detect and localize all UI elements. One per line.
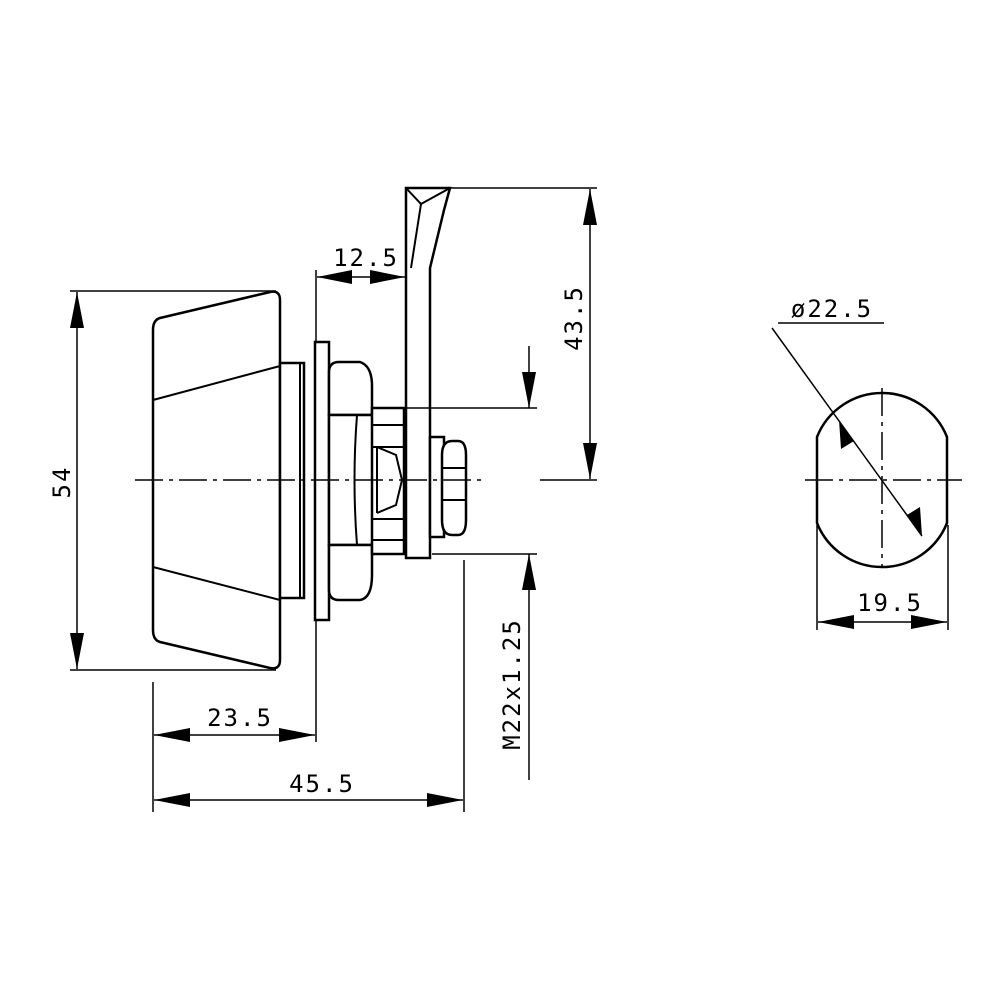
- label-43-5: 43.5: [560, 285, 588, 351]
- spindle-nut: [370, 406, 406, 556]
- dim-overall-length: 45.5: [154, 560, 465, 812]
- dim-knob-height: 54: [48, 290, 276, 671]
- dim-cam-offset: 12.5: [315, 244, 405, 342]
- tail-nut: [428, 435, 468, 539]
- dim-cutout-width: 19.5: [816, 525, 949, 630]
- label-23-5: 23.5: [207, 704, 273, 732]
- dim-cutout-diameter: ø22.5: [771, 295, 923, 537]
- hex-nut: [327, 360, 376, 602]
- label-19-5: 19.5: [857, 589, 923, 617]
- label-thread: M22x1.25: [498, 618, 526, 750]
- panel-cutout-view: ø22.5 19.5: [771, 295, 962, 630]
- label-diameter: ø22.5: [791, 295, 873, 323]
- label-45-5: 45.5: [289, 770, 355, 798]
- knob-upper-facet: [152, 365, 281, 401]
- lock-side-view: [135, 186, 484, 670]
- flange-washer: [313, 340, 331, 622]
- label-54: 54: [48, 466, 76, 499]
- cam-bevel-edge: [410, 203, 422, 269]
- dim-knob-depth: 23.5: [152, 620, 317, 812]
- label-12-5: 12.5: [333, 244, 399, 272]
- knob-lower-facet: [152, 566, 281, 601]
- dim-cam-length: 43.5: [450, 187, 597, 481]
- dim-thread: M22x1.25: [406, 346, 537, 780]
